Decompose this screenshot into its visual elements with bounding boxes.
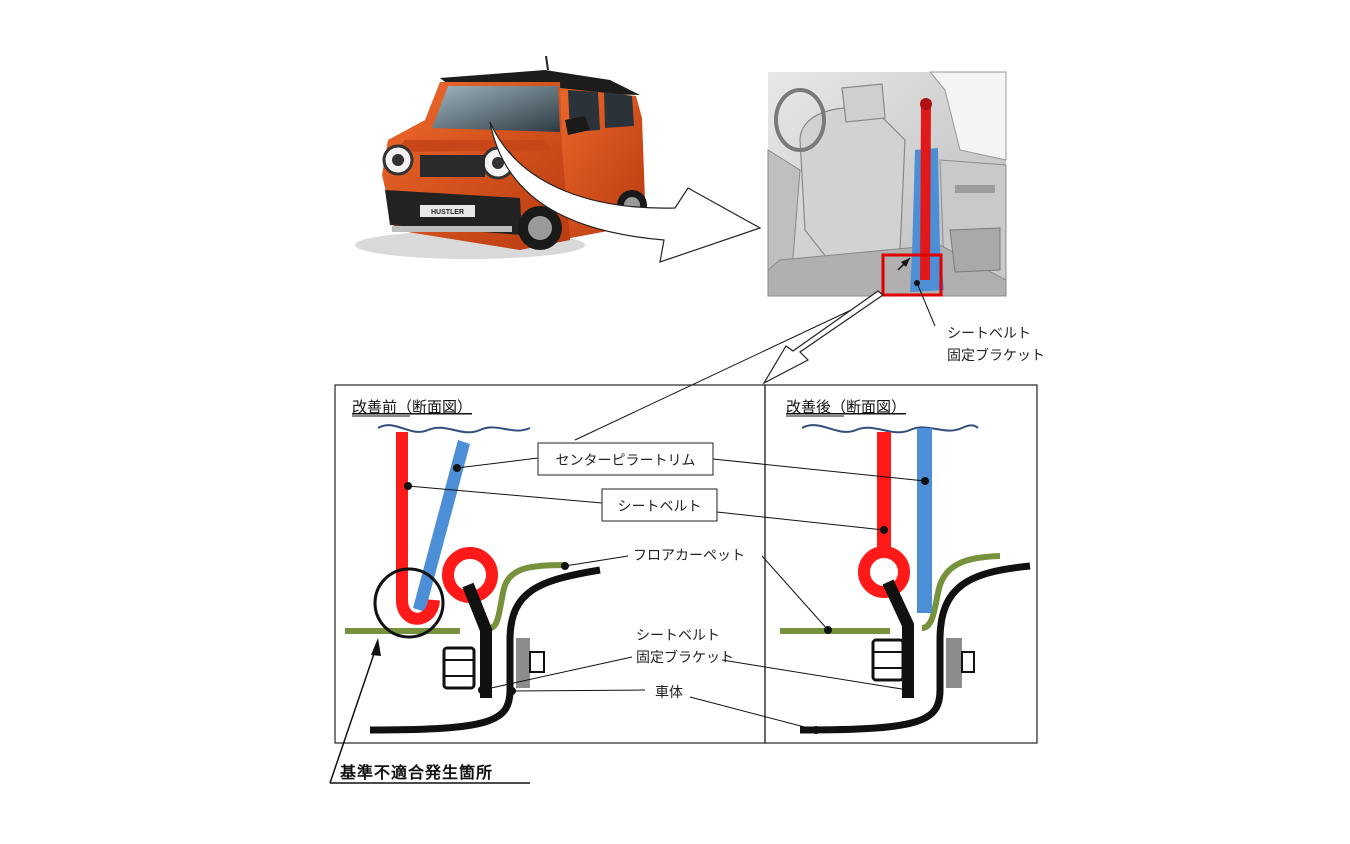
seat-belt-label: シートベルト (618, 499, 702, 515)
interior-callout-line2: 固定ブラケット (947, 347, 1045, 364)
before-wave (378, 425, 530, 432)
bracket-label-line1: シートベルト (636, 628, 720, 644)
interior-callout-line1: シートベルト (947, 326, 1031, 342)
after-body-panel (800, 566, 1030, 730)
down-arrow (764, 291, 883, 383)
before-panel-title: 改善前（断面図） (352, 398, 472, 416)
body-label: 車体 (655, 684, 683, 701)
after-cross-section (780, 425, 1030, 734)
defect-pointer (330, 642, 378, 783)
floor-carpet-label: フロアカーペット (633, 548, 745, 564)
after-panel-title: 改善後（断面図） (786, 398, 906, 416)
brand-plate-text: HUSTLER (431, 209, 464, 216)
defect-location-label: 基準不適合発生箇所 (339, 763, 493, 782)
interior-image (768, 72, 1006, 296)
projection-line (575, 295, 883, 440)
bracket-label-line2: 固定ブラケット (636, 649, 734, 666)
center-pillar-trim-label: センターピラートリム (556, 453, 696, 469)
after-carpet-rise (922, 556, 1000, 628)
before-pillar-trim (413, 440, 470, 612)
after-seat-belt (877, 432, 891, 557)
after-wave (802, 425, 978, 432)
after-pillar-trim (917, 428, 932, 613)
